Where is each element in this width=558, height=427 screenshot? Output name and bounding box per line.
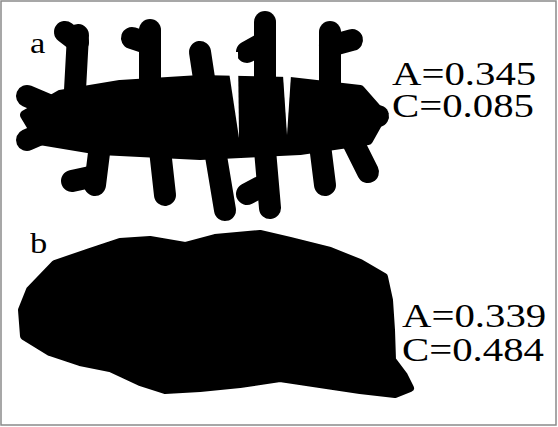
panel-letter: b	[30, 226, 47, 260]
measure-value: A=0.339	[402, 300, 546, 332]
measure-value: C=0.085	[392, 90, 534, 122]
compact-blob	[22, 234, 410, 394]
measure-value: A=0.345	[392, 58, 536, 90]
measure-value: C=0.484	[402, 334, 544, 366]
panel-letter: a	[30, 26, 45, 60]
branched-blob	[25, 22, 382, 210]
